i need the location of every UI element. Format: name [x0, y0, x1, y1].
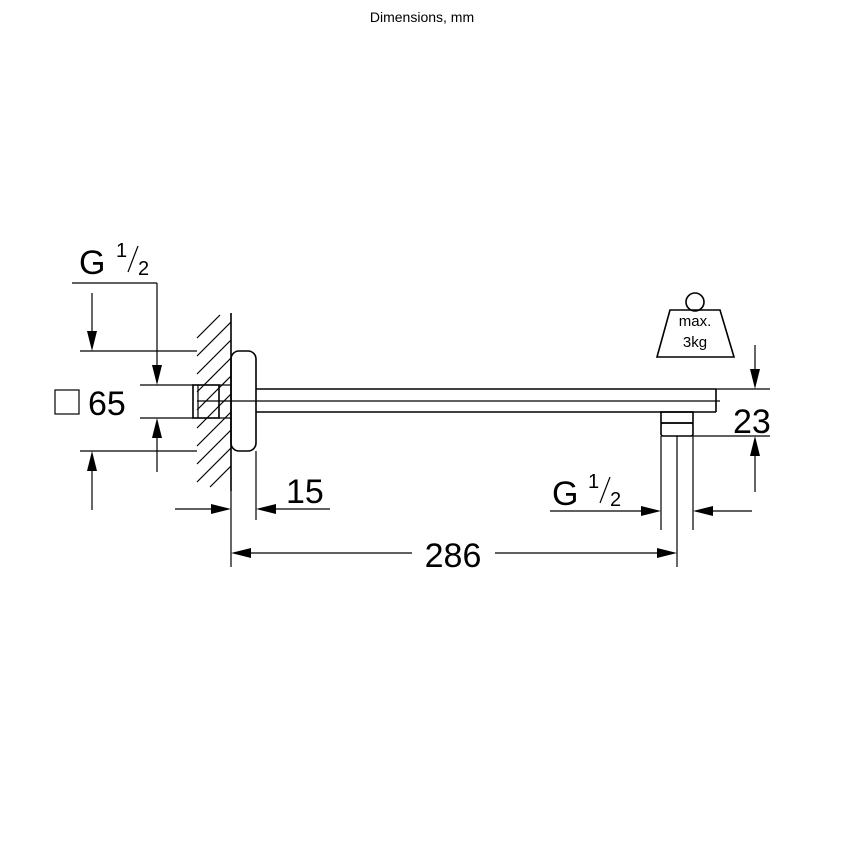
outlet-connector: [660, 411, 694, 437]
outlet-thread-label: G: [552, 475, 578, 513]
wall-hatching: [196, 313, 232, 491]
inlet-thread-denominator: 2: [138, 258, 149, 280]
dimension-arm-length: [230, 436, 678, 567]
weight-icon: [655, 292, 736, 358]
square-symbol-icon: [54, 389, 80, 415]
arm-length-label: 286: [425, 537, 482, 575]
inlet-thread-numerator: 1: [116, 240, 127, 262]
load-label-line2: 3kg: [683, 334, 707, 351]
shower-arm: [197, 388, 720, 413]
outlet-thread-denominator: 2: [610, 489, 621, 511]
dimension-arm-height: [693, 345, 770, 492]
page-title: Dimensions, mm: [370, 9, 474, 25]
dimension-flange-depth: [175, 451, 330, 520]
outlet-thread-numerator: 1: [588, 471, 599, 493]
flange-square-label: 65: [88, 385, 126, 423]
dimension-flange-square: [80, 293, 197, 510]
inlet-thread-label: G: [79, 244, 105, 282]
arm-height-label: 23: [733, 403, 771, 441]
flange-depth-label: 15: [286, 473, 324, 511]
dimension-outlet-thread: [550, 436, 752, 530]
dimension-inlet-thread: [72, 282, 193, 472]
load-label-line1: max.: [679, 313, 712, 330]
